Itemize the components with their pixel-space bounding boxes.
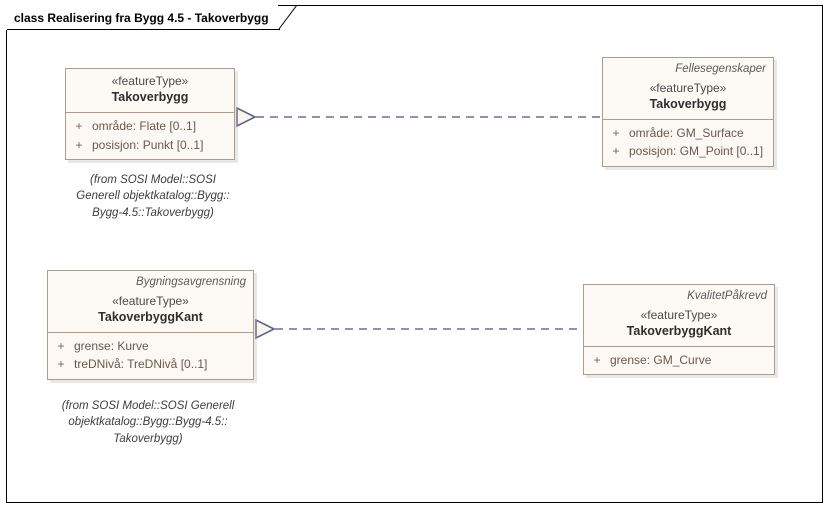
class-attributes: + grense: Kurve + treDNivå: TreDNivå [0.… xyxy=(48,332,253,380)
class-header: Fellesegenskaper «featureType» Takoverby… xyxy=(603,58,773,120)
class-stereotype: «featureType» xyxy=(640,307,718,322)
class-takoverbygg-spec[interactable]: Fellesegenskaper «featureType» Takoverby… xyxy=(602,57,774,168)
class-name: TakoverbyggKant xyxy=(626,323,732,338)
attribute-row[interactable]: + grense: GM_Curve xyxy=(584,351,774,370)
attribute-text: område: GM_Surface xyxy=(629,125,744,140)
class-stereotype: «featureType» xyxy=(111,74,189,88)
class-name: TakoverbyggKant xyxy=(98,309,203,324)
class-header: «featureType» Takoverbygg xyxy=(66,69,234,114)
class-attributes: + grense: GM_Curve xyxy=(584,346,774,375)
attribute-text: grense: Kurve xyxy=(74,338,149,353)
caption-takoverbyggkant-impl: (from SOSI Model::SOSI Generell objektka… xyxy=(42,398,254,447)
attribute-visibility: + xyxy=(57,338,65,353)
class-takoverbyggkant-spec[interactable]: KvalitetPåkrevd «featureType» Takoverbyg… xyxy=(583,284,775,376)
attribute-text: posisjon: GM_Point [0..1] xyxy=(629,144,764,159)
class-attributes: + område: Flate [0..1] + posisjon: Punkt… xyxy=(66,113,234,160)
caption-line: objektkatalog::Bygg::Bygg-4.5:: xyxy=(68,416,228,429)
attribute-row[interactable]: + posisjon: Punkt [0..1] xyxy=(66,136,234,155)
class-header: Bygningsavgrensning «featureType» Takove… xyxy=(48,271,253,333)
attribute-row[interactable]: + treDNivå: TreDNivå [0..1] xyxy=(48,355,253,374)
caption-line: Takoverbygg) xyxy=(113,432,183,445)
attribute-row[interactable]: + område: Flate [0..1] xyxy=(66,117,234,136)
class-stereotype: «featureType» xyxy=(112,293,189,308)
class-stereotype: «featureType» xyxy=(649,80,727,95)
caption-line: Bygg-4.5::Takoverbygg) xyxy=(92,206,214,219)
attribute-row[interactable]: + område: GM_Surface xyxy=(603,124,773,143)
attribute-text: treDNivå: TreDNivå [0..1] xyxy=(74,357,208,372)
class-name: Takoverbygg xyxy=(649,96,727,111)
diagram-title-underline xyxy=(7,29,279,30)
attribute-visibility: + xyxy=(57,357,65,372)
diagram-title: class Realisering fra Bygg 4.5 - Takover… xyxy=(14,10,269,25)
attribute-text: område: Flate [0..1] xyxy=(92,119,197,134)
class-attributes: + område: GM_Surface + posisjon: GM_Poin… xyxy=(603,119,773,167)
caption-line: (from SOSI Model::SOSI xyxy=(90,174,216,186)
attribute-visibility: + xyxy=(75,137,83,152)
attribute-visibility: + xyxy=(612,144,620,159)
class-package-name: Bygningsavgrensning xyxy=(136,276,246,288)
diagram-title-tab-corner xyxy=(278,5,300,30)
attribute-row[interactable]: + grense: Kurve xyxy=(48,337,253,356)
attribute-visibility: + xyxy=(593,352,601,367)
class-takoverbyggkant-impl[interactable]: Bygningsavgrensning «featureType» Takove… xyxy=(47,270,254,381)
class-package-name: KvalitetPåkrevd xyxy=(687,290,767,302)
attribute-visibility: + xyxy=(75,119,83,134)
caption-takoverbygg-impl: (from SOSI Model::SOSI Generell objektka… xyxy=(62,172,244,221)
class-name: Takoverbygg xyxy=(111,90,189,105)
caption-line: (from SOSI Model::SOSI Generell xyxy=(61,400,235,412)
attribute-text: grense: GM_Curve xyxy=(610,352,712,367)
caption-line: Generell objektkatalog::Bygg:: xyxy=(76,190,230,203)
attribute-row[interactable]: + posisjon: GM_Point [0..1] xyxy=(603,142,773,161)
class-package-name: Fellesegenskaper xyxy=(675,63,766,75)
diagram-title-tab: class Realisering fra Bygg 4.5 - Takover… xyxy=(6,5,278,30)
class-takoverbygg-impl[interactable]: «featureType» Takoverbygg + område: Flat… xyxy=(65,68,235,161)
class-header: KvalitetPåkrevd «featureType» Takoverbyg… xyxy=(584,285,774,347)
attribute-text: posisjon: Punkt [0..1] xyxy=(92,137,204,152)
attribute-visibility: + xyxy=(612,125,620,140)
